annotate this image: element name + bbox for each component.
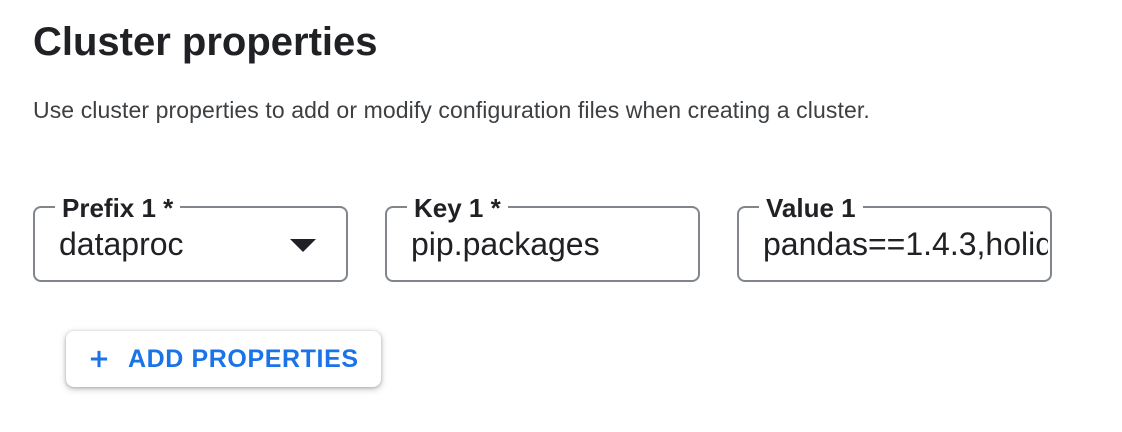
page-description: Use cluster properties to add or modify …	[33, 97, 870, 123]
cluster-properties-section: Cluster properties Use cluster propertie…	[33, 20, 1122, 387]
prefix-value: dataproc	[59, 225, 184, 262]
add-properties-button[interactable]: ADD PROPERTIES	[66, 331, 381, 387]
prefix-label: Prefix 1 *	[55, 193, 181, 223]
add-properties-label: ADD PROPERTIES	[128, 344, 359, 373]
prefix-select[interactable]: Prefix 1 * dataproc	[33, 193, 348, 282]
plus-icon	[90, 350, 108, 368]
key-field: Key 1 *	[385, 193, 700, 282]
property-row: Prefix 1 * dataproc Key 1 * Value 1	[33, 193, 1122, 282]
key-label: Key 1 *	[407, 193, 508, 223]
value-label: Value 1	[759, 193, 863, 223]
value-field: Value 1	[737, 193, 1052, 282]
caret-down-icon	[290, 239, 316, 252]
page-title: Cluster properties	[33, 20, 378, 64]
